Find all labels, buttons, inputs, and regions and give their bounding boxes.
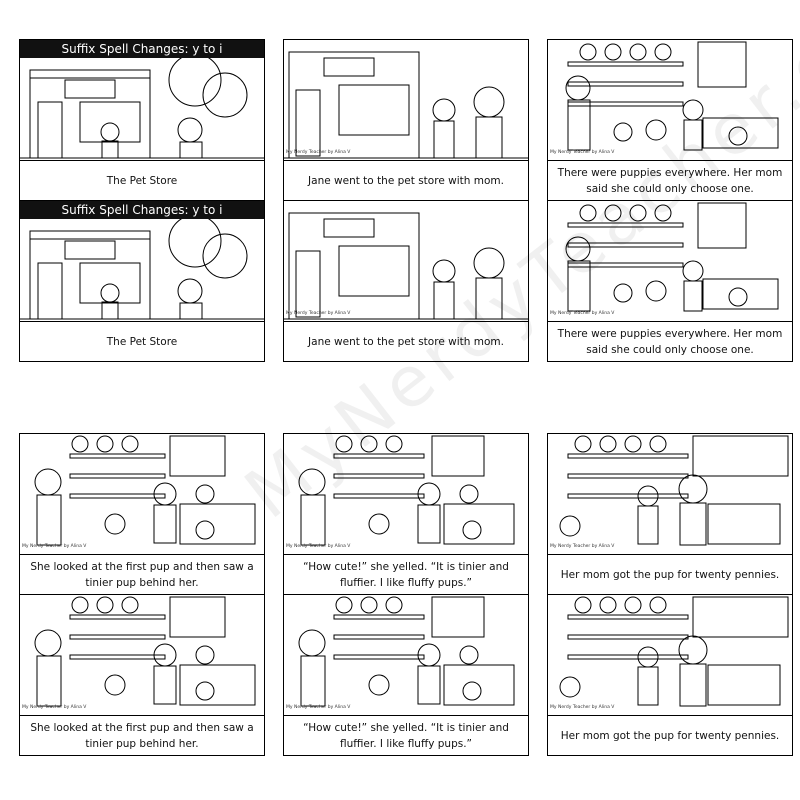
page-panel: My Nerdy Teacher by Alina V She looked a… xyxy=(20,595,264,756)
page-caption: There were puppies everywhere. Her mom s… xyxy=(557,328,783,356)
pet-shop-illustration: My Nerdy Teacher by Alina V xyxy=(20,595,264,716)
page-panel: My Nerdy Teacher by Alina V Jane went to… xyxy=(284,201,528,362)
credit-text: My Nerdy Teacher by Alina V xyxy=(22,544,87,549)
page-panel: My Nerdy Teacher by Alina V She looked a… xyxy=(20,434,264,595)
page-panel: My Nerdy Teacher by Alina V “How cute!” … xyxy=(284,595,528,756)
book-card-3: My Nerdy Teacher by Alina V There were p… xyxy=(547,39,793,362)
pet-shop-illustration: My Nerdy Teacher by Alina V xyxy=(548,434,792,555)
storefront-illustration: My Nerdy Teacher by Alina V xyxy=(284,40,528,161)
page-caption: Jane went to the pet store with mom. xyxy=(308,336,504,348)
page-panel: My Nerdy Teacher by Alina V Her mom got … xyxy=(548,595,792,756)
credit-text: My Nerdy Teacher by Alina V xyxy=(286,311,351,316)
page-panel: My Nerdy Teacher by Alina V Jane went to… xyxy=(284,40,528,201)
page-caption: The Pet Store xyxy=(106,175,178,187)
page-caption: Her mom got the pup for twenty pennies. xyxy=(560,730,780,742)
storefront-illustration xyxy=(20,201,264,322)
pet-shop-illustration: My Nerdy Teacher by Alina V xyxy=(20,434,264,555)
book-card-1: Suffix Spell Changes: y to i The Pet Sto… xyxy=(19,39,265,362)
credit-text: My Nerdy Teacher by Alina V xyxy=(550,150,615,155)
pet-shop-illustration: My Nerdy Teacher by Alina V xyxy=(284,434,528,555)
page-caption: There were puppies everywhere. Her mom s… xyxy=(557,167,783,195)
page-panel: Suffix Spell Changes: y to i The Pet Sto… xyxy=(20,40,264,201)
credit-text: My Nerdy Teacher by Alina V xyxy=(550,705,615,710)
credit-text: My Nerdy Teacher by Alina V xyxy=(550,544,615,549)
page-caption: The Pet Store xyxy=(106,336,178,348)
page-panel: My Nerdy Teacher by Alina V There were p… xyxy=(548,40,792,201)
book-card-5: My Nerdy Teacher by Alina V “How cute!” … xyxy=(283,433,529,756)
book-card-2: My Nerdy Teacher by Alina V Jane went to… xyxy=(283,39,529,362)
credit-text: My Nerdy Teacher by Alina V xyxy=(286,705,351,710)
storefront-illustration xyxy=(20,40,264,161)
page-caption: She looked at the first pup and then saw… xyxy=(30,722,254,750)
credit-text: My Nerdy Teacher by Alina V xyxy=(22,705,87,710)
pet-shop-illustration: My Nerdy Teacher by Alina V xyxy=(284,595,528,716)
pet-shop-illustration: My Nerdy Teacher by Alina V xyxy=(548,40,792,161)
page-caption: She looked at the first pup and then saw… xyxy=(30,561,254,589)
page-caption: “How cute!” she yelled. “It is tinier an… xyxy=(303,722,509,750)
credit-text: My Nerdy Teacher by Alina V xyxy=(550,311,615,316)
credit-text: My Nerdy Teacher by Alina V xyxy=(286,150,351,155)
page-caption: Her mom got the pup for twenty pennies. xyxy=(560,569,780,581)
page-panel: My Nerdy Teacher by Alina V There were p… xyxy=(548,201,792,362)
storefront-illustration: My Nerdy Teacher by Alina V xyxy=(284,201,528,322)
credit-text: My Nerdy Teacher by Alina V xyxy=(286,544,351,549)
page-title: Suffix Spell Changes: y to i xyxy=(20,201,264,219)
page-panel: Suffix Spell Changes: y to i The Pet Sto… xyxy=(20,201,264,362)
book-card-6: My Nerdy Teacher by Alina V Her mom got … xyxy=(547,433,793,756)
page-title: Suffix Spell Changes: y to i xyxy=(20,40,264,58)
page-panel: My Nerdy Teacher by Alina V “How cute!” … xyxy=(284,434,528,595)
book-card-4: My Nerdy Teacher by Alina V She looked a… xyxy=(19,433,265,756)
pet-shop-illustration: My Nerdy Teacher by Alina V xyxy=(548,201,792,322)
page-caption: Jane went to the pet store with mom. xyxy=(308,175,504,187)
page-caption: “How cute!” she yelled. “It is tinier an… xyxy=(303,561,509,589)
pet-shop-illustration: My Nerdy Teacher by Alina V xyxy=(548,595,792,716)
page-panel: My Nerdy Teacher by Alina V Her mom got … xyxy=(548,434,792,595)
